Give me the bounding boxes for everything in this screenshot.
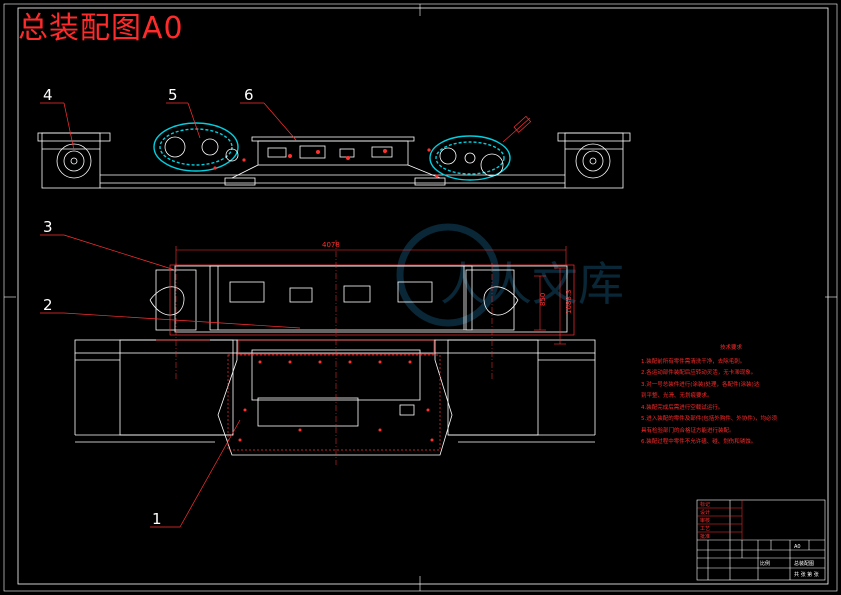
callout-leaders: [40, 102, 301, 528]
tb-sheet-label: 共 张 第 张: [794, 571, 819, 578]
note-line: 5.进入装配的零件及部件(包括外购件、外协件)，均必须: [641, 416, 778, 422]
top-view-red-marks: [213, 148, 439, 178]
callout-5: 5: [168, 86, 178, 104]
tb-drawing-name: 总装配图: [794, 560, 814, 567]
tb-row-label-3: 审核: [700, 517, 710, 524]
title-block-red-rows: [697, 500, 743, 540]
tb-row-label-2: 设计: [700, 509, 710, 516]
front-view-red-dots: [238, 360, 434, 442]
outer-frame: [3, 3, 838, 592]
title-block: [696, 499, 826, 581]
callout-3: 3: [43, 218, 53, 236]
note-line: 具有检验部门的合格证方能进行装配。: [641, 427, 735, 434]
callout-1: 1: [152, 510, 162, 528]
tb-row-label-5: 批准: [700, 533, 710, 540]
dim-overall-length: 4078: [322, 241, 340, 249]
callout-6: 6: [244, 86, 254, 104]
tb-row-label-4: 工艺: [700, 526, 710, 532]
note-line: 6.装配过程中零件不允许磕、碰、划伤和锈蚀。: [641, 439, 757, 445]
note-line: 1.装配前所有零件需清洗干净，去除毛刺。: [641, 358, 746, 365]
callout-2: 2: [43, 296, 53, 314]
tb-drawing-no: A0: [794, 544, 801, 550]
dimension-lines: [175, 246, 567, 345]
angled-dimension: [502, 115, 532, 143]
notes-heading: 技术要求: [719, 345, 742, 351]
technical-notes: 技术要求 1.装配前所有零件需清洗干净，去除毛刺。 2.各运动部件装配后应转动灵…: [641, 343, 821, 449]
tb-scale-label: 比例: [760, 560, 770, 567]
left-track: [153, 122, 239, 172]
note-line: 3.对一号总装件进行(涂装)处理，各配件(涂装)达: [641, 381, 760, 388]
note-line: 到平整、光滑、无划痕要求。: [641, 393, 713, 399]
dim-height-outer: 1088.3: [565, 290, 573, 315]
center-lines: [175, 240, 493, 465]
tb-row-label-1: 标记: [700, 501, 710, 508]
top-view: [37, 132, 631, 189]
note-line: 4.装配完成后需进行空载试运行。: [641, 404, 724, 411]
callout-4: 4: [43, 86, 53, 104]
right-track: [429, 135, 511, 181]
frame-center-marks: [4, 4, 837, 591]
note-line: 2.各运动部件装配后应转动灵活，无卡滞现象。: [641, 370, 757, 376]
sheet-title: 总装配图A0: [18, 11, 184, 46]
dim-height-inner: 850: [539, 293, 547, 306]
inner-frame: [17, 7, 829, 585]
